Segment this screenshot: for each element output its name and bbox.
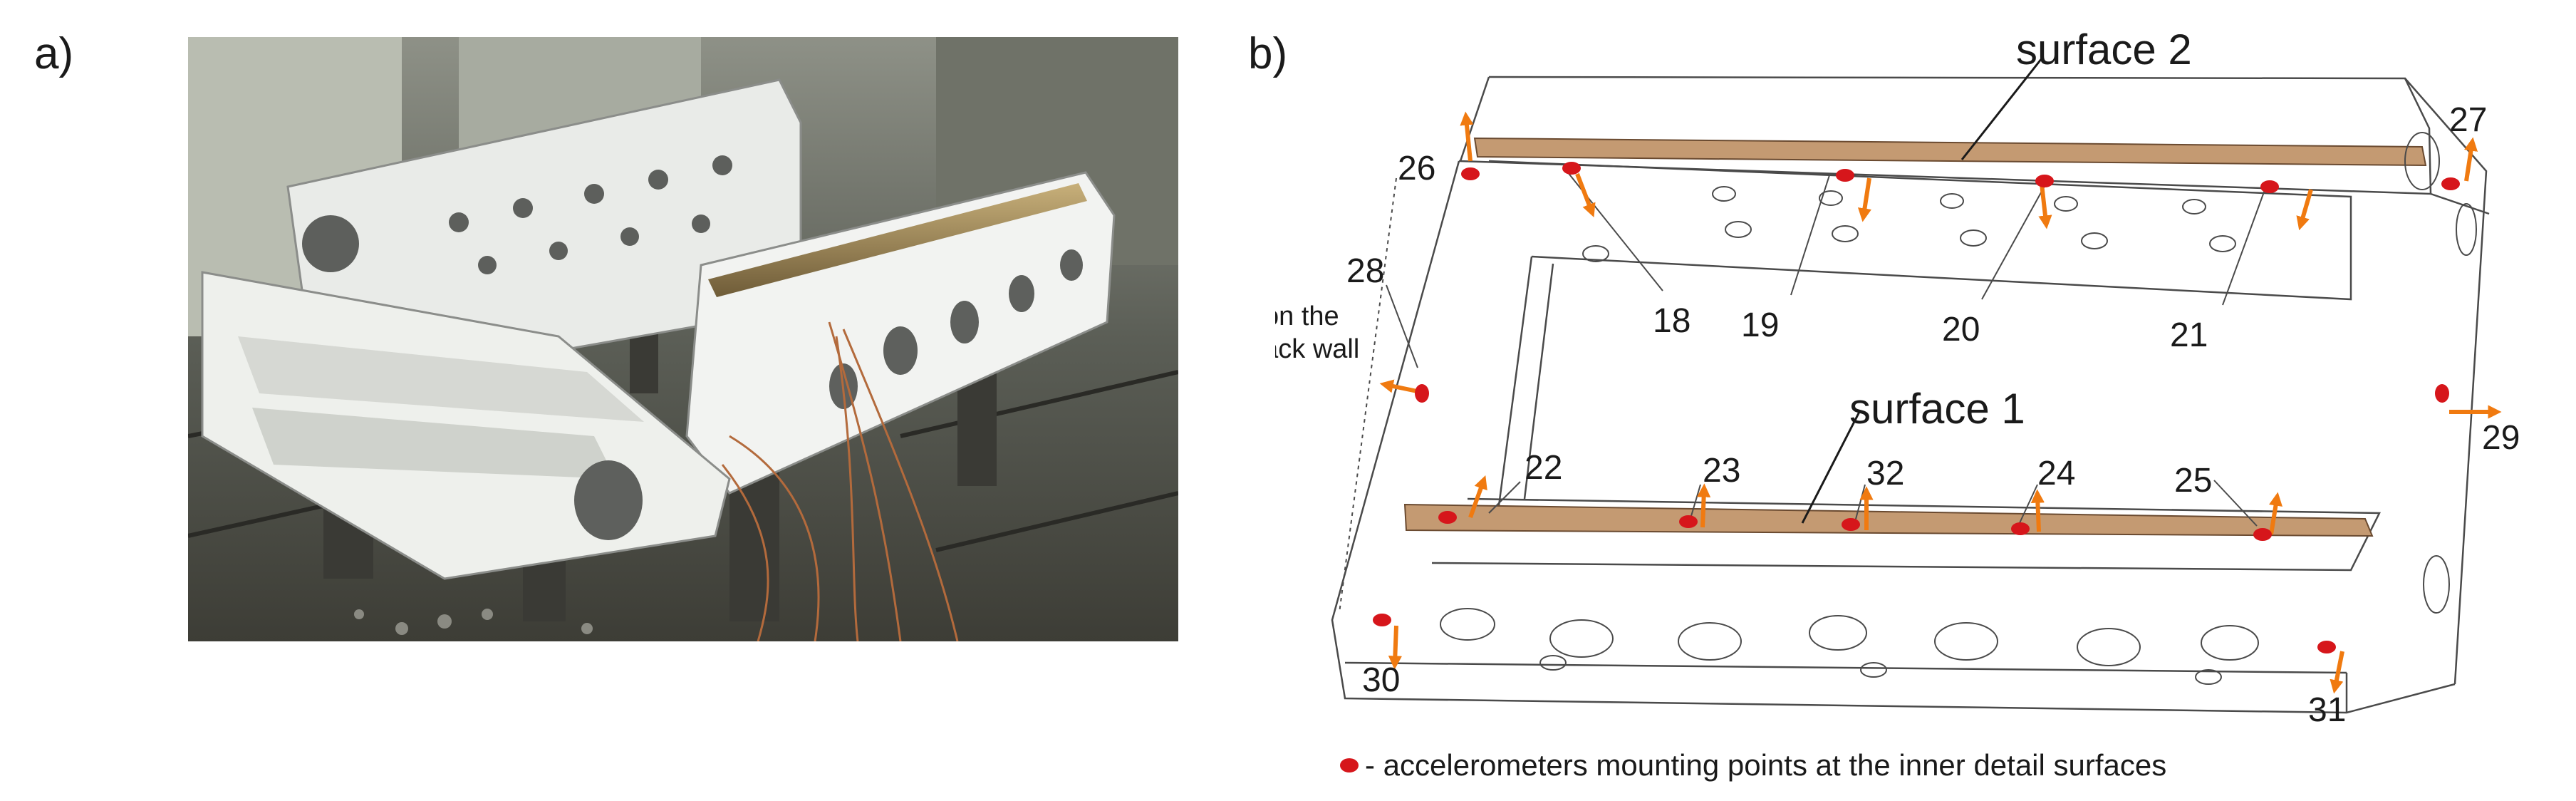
surface-2-rail (1473, 137, 2427, 167)
end-wall-holes (2404, 132, 2477, 614)
back-wall-holes (1582, 186, 2236, 262)
panel-b-label: b) (1248, 29, 1288, 78)
panel-a-label: a) (34, 29, 74, 78)
back-wall-note-line-2: back wall (1275, 334, 1359, 364)
surface-1-rail (1403, 503, 2374, 537)
front-wall-holes (1440, 608, 2259, 685)
surface-1-label: surface 1 (1849, 385, 2025, 433)
point-label-20: 20 (1942, 311, 1980, 348)
accelerometer-layout-diagram: surface 2 surface 1 26 18 19 20 21 27 28… (1275, 26, 2520, 782)
point-label-31: 31 (2308, 691, 2346, 729)
measurement-direction-arrows (1379, 111, 2502, 694)
body-outline (1331, 76, 2490, 714)
legend-marker (1340, 758, 1359, 772)
legend-text: - accelerometers mounting points at the … (1365, 748, 2166, 782)
back-wall-note-line-1: on the (1275, 301, 1339, 331)
surface-2-label: surface 2 (2016, 26, 2192, 73)
point-label-19: 19 (1741, 306, 1779, 344)
point-label-29: 29 (2482, 419, 2520, 457)
point-label-24: 24 (2037, 455, 2075, 492)
point-label-21: 21 (2170, 316, 2208, 354)
machine-body-photo (188, 37, 1178, 641)
point-label-23: 23 (1703, 452, 1740, 490)
point-label-32: 32 (1866, 455, 1904, 492)
point-label-27: 27 (2449, 101, 2487, 139)
point-label-30: 30 (1362, 661, 1400, 699)
mounting-point-markers (1373, 162, 2460, 653)
point-label-25: 25 (2174, 462, 2212, 500)
point-label-28: 28 (1346, 252, 1384, 290)
point-label-22: 22 (1525, 449, 1562, 487)
point-label-18: 18 (1653, 302, 1690, 340)
point-label-26: 26 (1398, 150, 1435, 187)
